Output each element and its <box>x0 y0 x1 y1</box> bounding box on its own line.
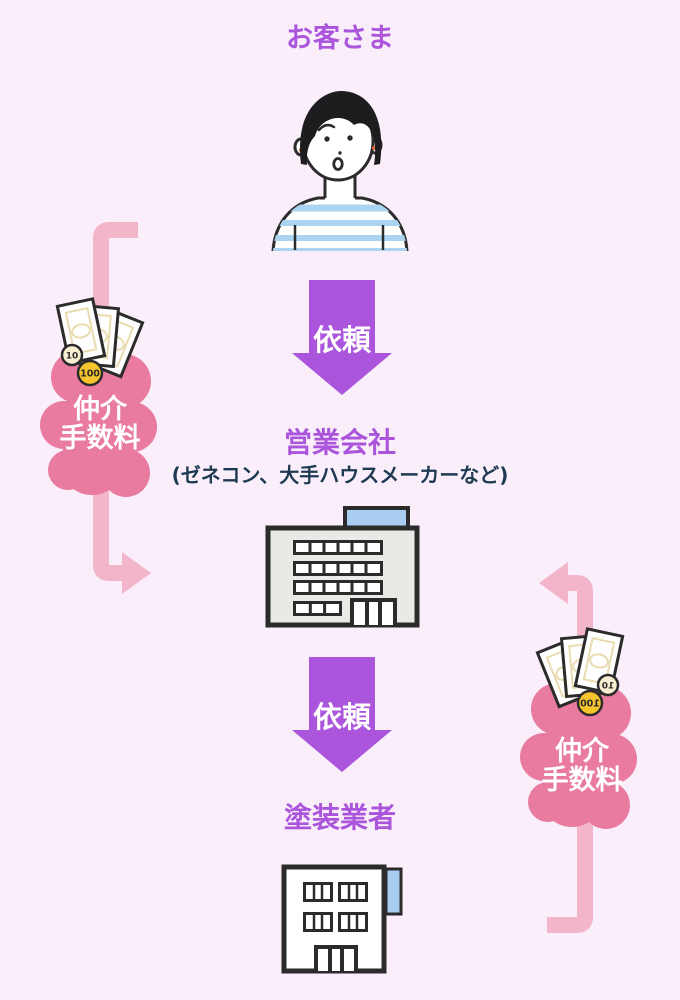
window-row-4 <box>293 601 342 616</box>
left-fee-label-line1: 仲介 <box>73 394 128 425</box>
request-arrow-2-label: 依頼 <box>313 700 372 734</box>
small-building-icon <box>281 864 403 974</box>
worried-eyebrow <box>317 123 336 132</box>
window-row-2 <box>293 561 383 576</box>
painting-contractor-label: 塗装業者 <box>283 801 396 834</box>
window-group-4 <box>338 912 368 932</box>
customer-person-icon <box>271 91 409 251</box>
customer-label: お客さま <box>286 23 394 54</box>
nose-dot <box>338 151 342 155</box>
entrance-doors <box>314 945 358 971</box>
right-fee-label-line1: 仲介 <box>555 736 610 767</box>
arrowhead-left <box>539 562 568 604</box>
shirt-stripes <box>273 204 407 251</box>
right-eye <box>347 135 353 141</box>
arrowhead-right <box>122 552 151 594</box>
window-group-1 <box>303 882 333 902</box>
left-fee-label-line2: 手数料 <box>60 423 141 454</box>
sales-company-label: 営業会社 <box>283 426 396 459</box>
entrance-doors <box>350 598 397 627</box>
right-ear-dot <box>372 146 376 150</box>
window-row-1 <box>293 540 383 555</box>
sales-company-sublabel: (ゼネコン、大手ハウスメーカーなど) <box>171 463 509 487</box>
office-building-icon <box>265 506 420 628</box>
window-group-3 <box>303 912 333 932</box>
building-sign <box>384 867 403 916</box>
person-hair <box>300 91 382 165</box>
request-arrow-2: 依頼 <box>292 657 392 772</box>
window-row-3 <box>293 580 383 595</box>
open-mouth <box>332 157 344 171</box>
left-eye <box>324 136 330 142</box>
sleeve-seams <box>293 225 385 250</box>
down-arrow-icon <box>292 280 392 395</box>
request-arrow-1-label: 依頼 <box>313 323 372 357</box>
left-fee-group: 仲介 手数料 <box>40 222 157 594</box>
right-fee-group: 仲介 手数料 <box>520 562 637 933</box>
request-arrow-1: 依頼 <box>292 280 392 395</box>
window-group-2 <box>338 882 368 902</box>
right-fee-label-line2: 手数料 <box>542 765 623 796</box>
down-arrow-icon <box>292 657 392 772</box>
